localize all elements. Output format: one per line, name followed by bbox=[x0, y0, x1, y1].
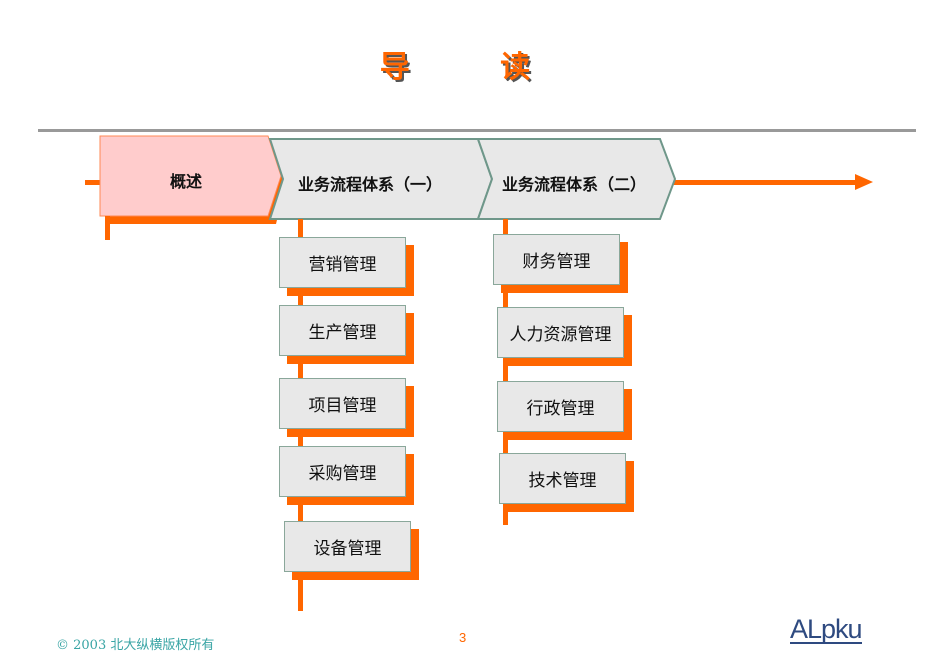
arrow-head-icon bbox=[855, 174, 873, 190]
timeline-line bbox=[670, 180, 858, 185]
item-box: 人力资源管理 bbox=[497, 307, 624, 358]
item-box: 项目管理 bbox=[279, 378, 406, 429]
chevron-process-1-label: 业务流程体系（一） bbox=[298, 175, 443, 194]
chevron-overview bbox=[99, 135, 282, 217]
divider bbox=[38, 129, 916, 132]
timeline-start bbox=[85, 180, 101, 185]
chevron-process-2-label: 业务流程体系（二） bbox=[502, 175, 647, 194]
item-box: 设备管理 bbox=[284, 521, 411, 572]
page-title: 导 读 bbox=[379, 50, 571, 85]
item-box: 采购管理 bbox=[279, 446, 406, 497]
chevron-process-2 bbox=[476, 138, 677, 220]
item-box: 财务管理 bbox=[493, 234, 620, 285]
connector bbox=[503, 219, 508, 525]
item-box: 行政管理 bbox=[497, 381, 624, 432]
chevron-overview-label: 概述 bbox=[170, 172, 203, 191]
item-box: 技术管理 bbox=[499, 453, 626, 504]
item-box: 生产管理 bbox=[279, 305, 406, 356]
connector bbox=[105, 216, 110, 240]
page-number: 3 bbox=[459, 630, 467, 645]
logo: ALpku bbox=[790, 614, 863, 644]
copyright: © 2003 北大纵横版权所有 bbox=[56, 638, 215, 653]
item-box: 营销管理 bbox=[279, 237, 406, 288]
